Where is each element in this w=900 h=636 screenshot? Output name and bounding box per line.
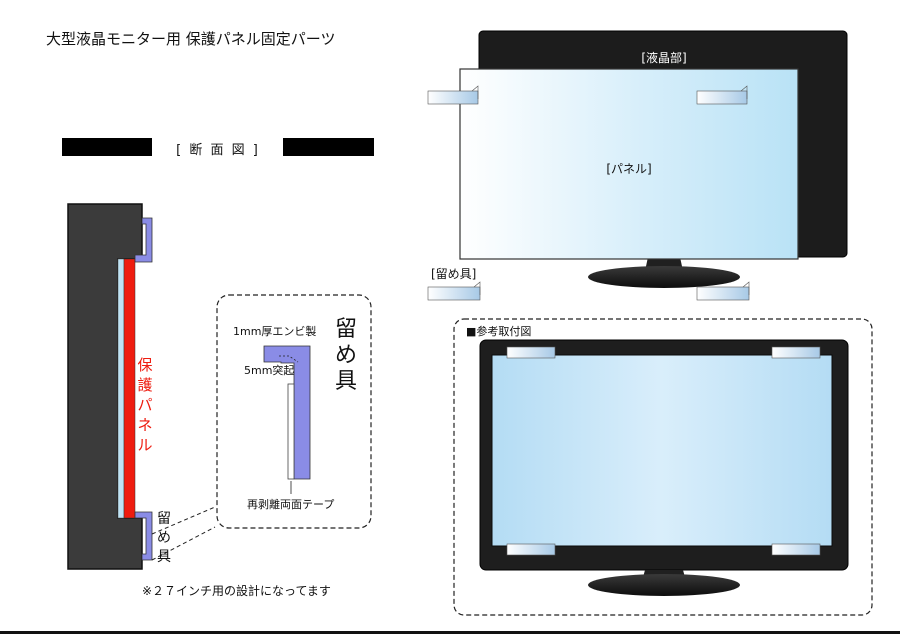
panel-label-char-3: パ — [137, 396, 152, 414]
bracket-label-char-1: 留 — [157, 511, 171, 527]
leader-line-bottom — [151, 526, 216, 561]
cross-section-diagram — [67, 203, 216, 570]
bracket-top-section — [134, 217, 153, 263]
bracket-loose-left — [427, 286, 481, 301]
bracket-loose-right — [696, 286, 750, 301]
leader-line-top — [151, 506, 216, 535]
mounted-bracket-top-left — [506, 346, 556, 359]
panel-vertical-label: 保 護 パ ネ ル — [137, 356, 152, 454]
protrusion-label: 5mm突起 — [244, 363, 294, 377]
mounted-monitor-screen — [491, 354, 833, 547]
bracket-panel-right — [696, 90, 748, 105]
bracket-panel-right-edge — [740, 85, 748, 99]
bracket-profile-detail — [263, 345, 311, 480]
tape-label: 再剥離両面テープ — [247, 497, 334, 511]
bracket-bottom-section — [134, 511, 153, 561]
mounted-example-frame — [453, 318, 873, 616]
bracket-panel-left — [427, 90, 479, 105]
exploded-monitor — [427, 30, 848, 301]
bracket-label: [留め具] — [431, 267, 476, 281]
panel-label-char-1: 保 — [137, 356, 152, 374]
part-name-vertical-label: 留 め 具 — [335, 317, 357, 394]
cross-section-heading: [ 断 面 図 ] — [176, 143, 260, 158]
mounted-example — [453, 318, 873, 616]
panel-label-char-2: 護 — [137, 376, 152, 394]
page-title: 大型液晶モニター用 保護パネル固定パーツ — [46, 30, 336, 48]
bottom-rule — [0, 631, 900, 634]
bracket-label-char-2: め — [157, 530, 171, 546]
protective-panel-section — [123, 258, 136, 519]
bracket-vertical-label: 留 め 具 — [157, 511, 171, 565]
part-name-char-1: 留 — [335, 317, 357, 342]
bracket-panel-left-edge — [471, 85, 479, 99]
thickness-label: 1mm厚エンビ製 — [233, 324, 316, 338]
lcd-label: [液晶部] — [641, 50, 686, 65]
mounted-bracket-bottom-right — [771, 543, 821, 556]
panel-label-char-5: ル — [137, 436, 152, 454]
mounted-bracket-bottom-left — [506, 543, 556, 556]
part-name-char-3: 具 — [335, 369, 357, 394]
bracket-label-char-3: 具 — [157, 549, 171, 565]
bracket-loose-left-edge — [473, 281, 481, 295]
mounted-example-heading: ■参考取付図 — [466, 324, 531, 338]
part-name-char-2: め — [335, 343, 357, 368]
bracket-loose-right-edge — [742, 281, 750, 295]
panel-label: [パネル] — [606, 162, 651, 176]
panel-label-char-4: ネ — [137, 416, 152, 434]
detail-callout-frame — [216, 294, 372, 529]
mounted-bracket-top-right — [771, 346, 821, 359]
mounted-stand-base — [588, 574, 740, 596]
heading-bar-right — [283, 138, 374, 156]
heading-bar-left — [62, 138, 152, 156]
bracket-detail-callout — [216, 294, 372, 529]
protrusion-dimension — [279, 355, 299, 363]
monitor-stand-base — [588, 266, 740, 288]
tape-strip-detail — [287, 383, 295, 480]
lcd-surface-strip — [117, 258, 125, 519]
design-note: ※２７インチ用の設計になってます — [142, 583, 331, 598]
